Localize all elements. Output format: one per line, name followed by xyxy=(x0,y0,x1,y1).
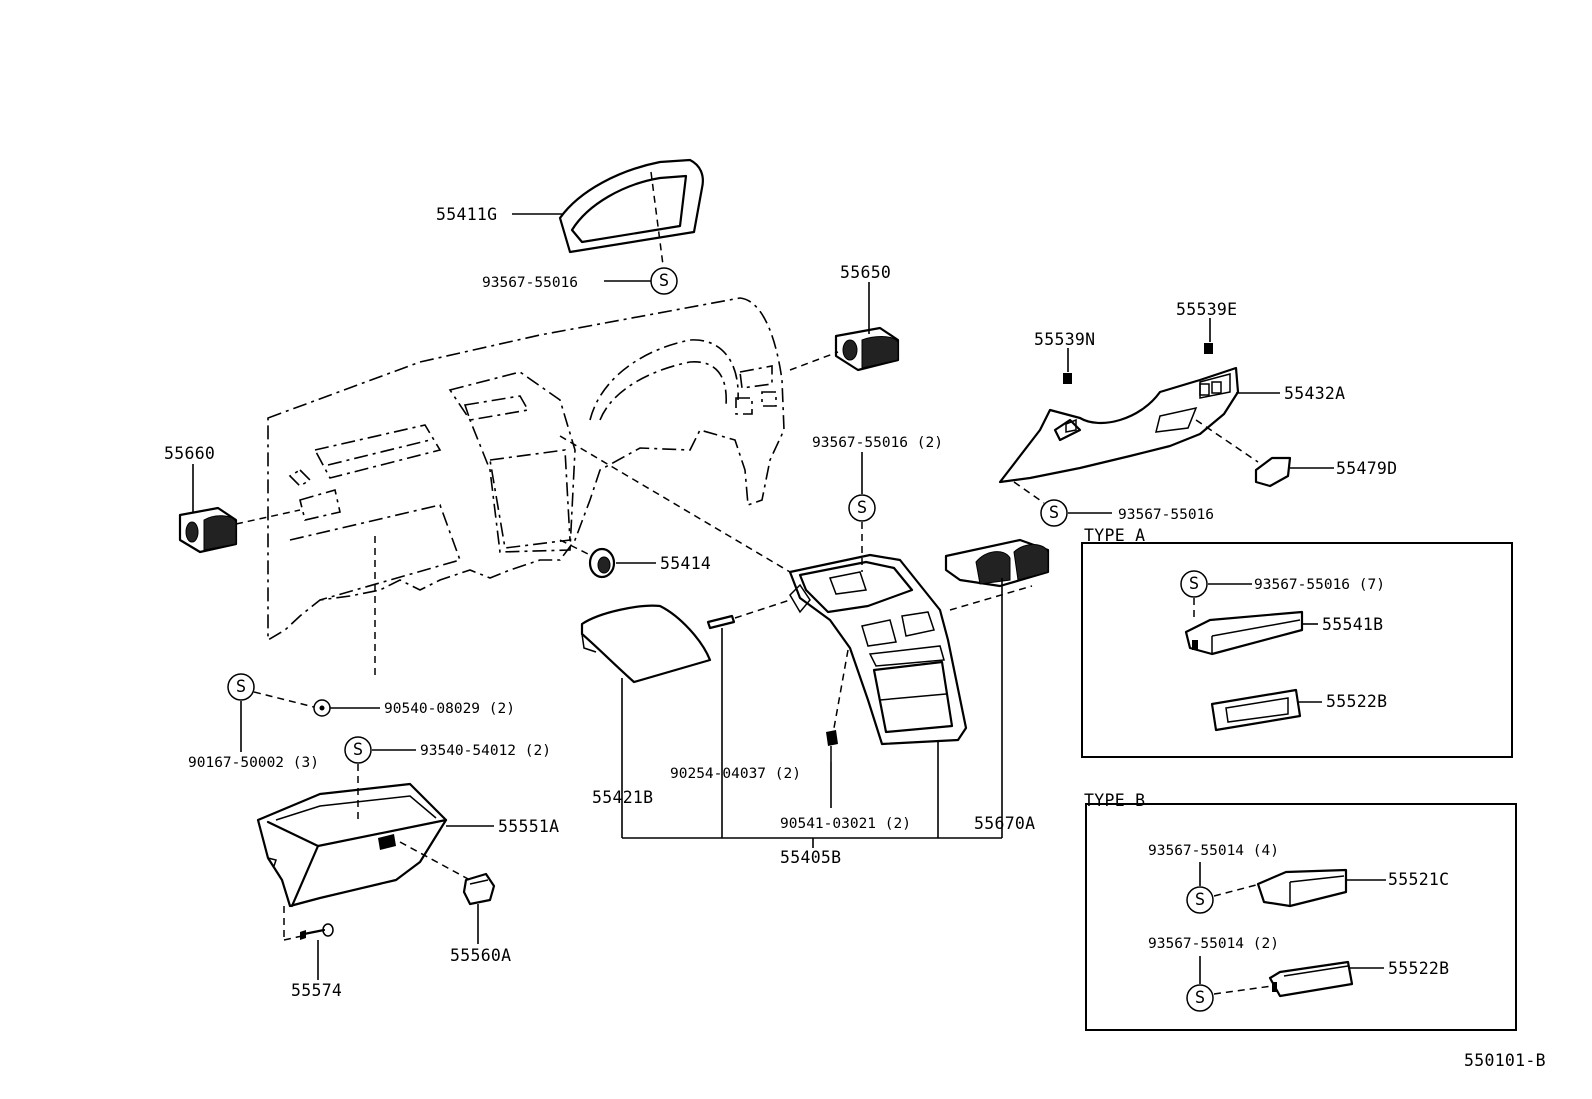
screw-symbol-93540: S xyxy=(344,736,372,764)
label-55432a: 55432A xyxy=(1284,384,1345,403)
screw-symbol-lower-panel: S xyxy=(1040,499,1068,527)
part-55479d-cover xyxy=(1254,456,1292,488)
type-b-label-55522b: 55522B xyxy=(1388,959,1449,978)
screw-symbol-cluster: S xyxy=(650,267,678,295)
screw-symbol-text: S xyxy=(659,271,669,291)
type-a-label-55522b: 55522B xyxy=(1326,692,1387,711)
label-93540-54012: 93540-54012 (2) xyxy=(420,743,551,759)
screw-symbol-text: S xyxy=(1195,988,1205,1008)
label-55414: 55414 xyxy=(660,554,711,573)
type-b-title: TYPE B xyxy=(1084,791,1145,810)
label-55650: 55650 xyxy=(840,263,891,282)
dash-clip-to-console xyxy=(734,599,791,619)
type-b-label-93567-55014-4: 93567-55014 (4) xyxy=(1148,843,1279,859)
part-55650-center-vent xyxy=(834,326,900,372)
part-55411g-meter-hood xyxy=(558,158,704,266)
label-55560a: 55560A xyxy=(450,946,511,965)
screw-symbol-text: S xyxy=(1195,890,1205,910)
screw-symbol-type-a: S xyxy=(1180,570,1208,598)
part-55551a-glove-box xyxy=(256,782,448,908)
label-55660: 55660 xyxy=(164,444,215,463)
screw-symbol-type-b-2: S xyxy=(1186,984,1214,1012)
screw-symbol-90167: S xyxy=(227,673,255,701)
part-90540-08029-nut xyxy=(313,699,331,717)
dash-panel-to-console xyxy=(559,435,791,573)
screw-symbol-console: S xyxy=(848,494,876,522)
dash-55660-to-panel xyxy=(235,509,301,525)
type-a-title: TYPE A xyxy=(1084,526,1145,545)
part-55670a-twin-vent xyxy=(944,538,1050,588)
type-a-box xyxy=(1081,542,1513,758)
dash-glovebox-to-stopper-h xyxy=(283,935,303,941)
label-93567-55016-a: 93567-55016 xyxy=(482,275,578,291)
label-55539n: 55539N xyxy=(1034,330,1095,349)
part-55574-stopper xyxy=(300,923,334,940)
dash-type-b-screw-1 xyxy=(1213,883,1261,897)
part-55432a-lower-panel xyxy=(998,343,1240,484)
screw-symbol-text: S xyxy=(1049,503,1059,523)
part-90254-04037-clip xyxy=(706,614,736,630)
dash-glovebox-to-lock xyxy=(399,841,471,881)
label-90541-03021: 90541-03021 (2) xyxy=(780,816,911,832)
dash-screw-console-lower xyxy=(833,649,849,729)
label-55574: 55574 xyxy=(291,981,342,1000)
screw-symbol-text: S xyxy=(236,677,246,697)
dash-55650-to-panel xyxy=(789,351,839,371)
type-a-label-93567-55016-7: 93567-55016 (7) xyxy=(1254,577,1385,593)
label-93567-55016-b: 93567-55016 xyxy=(1118,507,1214,523)
label-55670a: 55670A xyxy=(974,814,1035,833)
part-type-b-55521c-tray xyxy=(1256,868,1348,908)
screw-symbol-text: S xyxy=(1189,574,1199,594)
label-93567-55016-2: 93567-55016 (2) xyxy=(812,435,943,451)
type-a-label-55541b: 55541B xyxy=(1322,615,1383,634)
part-90541-03021-screw xyxy=(826,730,838,762)
type-b-label-93567-55014-2: 93567-55014 (2) xyxy=(1148,936,1279,952)
part-55560a-lock xyxy=(462,872,496,906)
part-type-a-55541b-bracket xyxy=(1184,610,1304,656)
screw-symbol-text: S xyxy=(857,498,867,518)
screw-symbol-type-b-1: S xyxy=(1186,886,1214,914)
dash-type-b-screw-2 xyxy=(1213,985,1273,995)
part-55414-grommet xyxy=(588,547,616,579)
part-console-panel xyxy=(788,553,968,746)
part-type-b-55522b-box xyxy=(1268,960,1354,998)
label-55479d: 55479D xyxy=(1336,459,1397,478)
label-55551a: 55551A xyxy=(498,817,559,836)
part-type-a-55522b-box xyxy=(1210,688,1302,732)
type-b-label-55521c: 55521C xyxy=(1388,870,1449,889)
label-90254-04037: 90254-04037 (2) xyxy=(670,766,801,782)
label-55539e: 55539E xyxy=(1176,300,1237,319)
part-instrument-panel xyxy=(267,297,785,642)
dash-vent-to-console xyxy=(949,585,1033,611)
dash-55479d xyxy=(1195,419,1259,463)
screw-symbol-text: S xyxy=(353,740,363,760)
label-55405b: 55405B xyxy=(780,848,841,867)
drawing-number: 550101-B xyxy=(1464,1051,1546,1070)
dash-screw-to-nut xyxy=(253,691,315,708)
part-55421b-lid xyxy=(580,604,712,684)
label-90540-08029: 90540-08029 (2) xyxy=(384,701,515,717)
label-55411g: 55411G xyxy=(436,205,497,224)
dash-55414 xyxy=(559,539,593,557)
dash-screw-lower-panel xyxy=(1013,481,1045,504)
part-55660-side-vent xyxy=(178,506,238,554)
label-90167-50002: 90167-50002 (3) xyxy=(188,755,319,771)
label-55421b: 55421B xyxy=(592,788,653,807)
type-b-box xyxy=(1085,803,1517,1031)
